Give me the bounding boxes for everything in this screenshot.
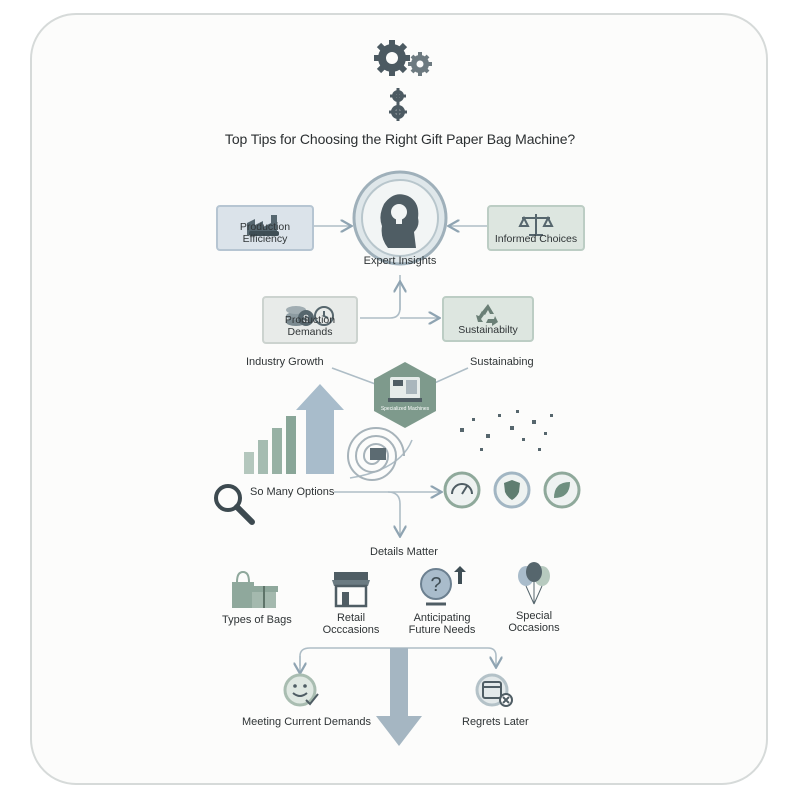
expert-insights-label: Expert Insights — [363, 255, 437, 267]
meeting-current-demands-label: Meeting Current Demands — [242, 716, 372, 728]
scales-icon — [518, 214, 554, 236]
sustainability-box: Sustainabilty — [442, 296, 534, 342]
factory-icon — [247, 215, 279, 236]
category-label-0: Types of Bags — [222, 614, 292, 626]
money-clock-icon: $ — [286, 306, 334, 326]
industry-growth-label: Industry Growth — [246, 356, 324, 368]
leaf-icon — [543, 471, 581, 509]
svg-text:$: $ — [303, 314, 309, 325]
specialized-machines-hex: Specialized Machines — [370, 360, 440, 430]
page-title: Top Tips for Choosing the Right Gift Pap… — [224, 131, 576, 147]
category-label-1: Retail Occcasions — [322, 612, 380, 636]
shield-icon — [493, 471, 531, 509]
informed-choices-label: Informed Choices — [494, 233, 578, 245]
spiral-icon — [346, 427, 405, 481]
magnifier-icon — [214, 484, 255, 525]
production-efficiency-box: Production Efficiency — [216, 205, 314, 251]
recycle-icon — [476, 304, 498, 326]
expert-insights-hub — [350, 168, 450, 268]
category-label-2: Anticipating Future Needs — [408, 612, 476, 636]
feature-circles — [443, 471, 581, 509]
gauge-icon — [443, 471, 481, 509]
machine-icon — [374, 362, 436, 428]
scatter-dots-decoration — [460, 410, 553, 451]
sustainability-label: Sustainabilty — [458, 324, 518, 336]
so-many-options-label: So Many Options — [250, 486, 335, 498]
calendar-cancel-icon — [475, 673, 513, 707]
smile-check-icon — [283, 673, 319, 707]
sustainabing-label: Sustainabing — [470, 356, 534, 368]
details-matter-label: Details Matter — [370, 546, 438, 558]
informed-choices-box: Informed Choices — [487, 205, 585, 251]
svg-text:?: ? — [430, 574, 441, 596]
category-label-3: Special Occasions — [508, 610, 560, 634]
specialized-machines-label: Specialized Machines — [380, 406, 430, 412]
question-growth-icon: ? — [420, 566, 466, 606]
production-demands-label: Production Demands — [284, 314, 336, 338]
storefront-icon — [332, 572, 370, 608]
down-arrow-icon — [376, 648, 422, 746]
shopping-bag-gift-icon — [232, 570, 278, 608]
regrets-later-label: Regrets Later — [462, 716, 529, 728]
growth-bars-icon — [244, 384, 344, 474]
balloons-icon — [518, 562, 550, 605]
head-lightbulb-icon — [352, 170, 448, 266]
production-efficiency-label: Production Efficiency — [239, 221, 291, 245]
production-demands-box: $ Production Demands — [262, 296, 358, 344]
gears-icon — [374, 40, 432, 121]
